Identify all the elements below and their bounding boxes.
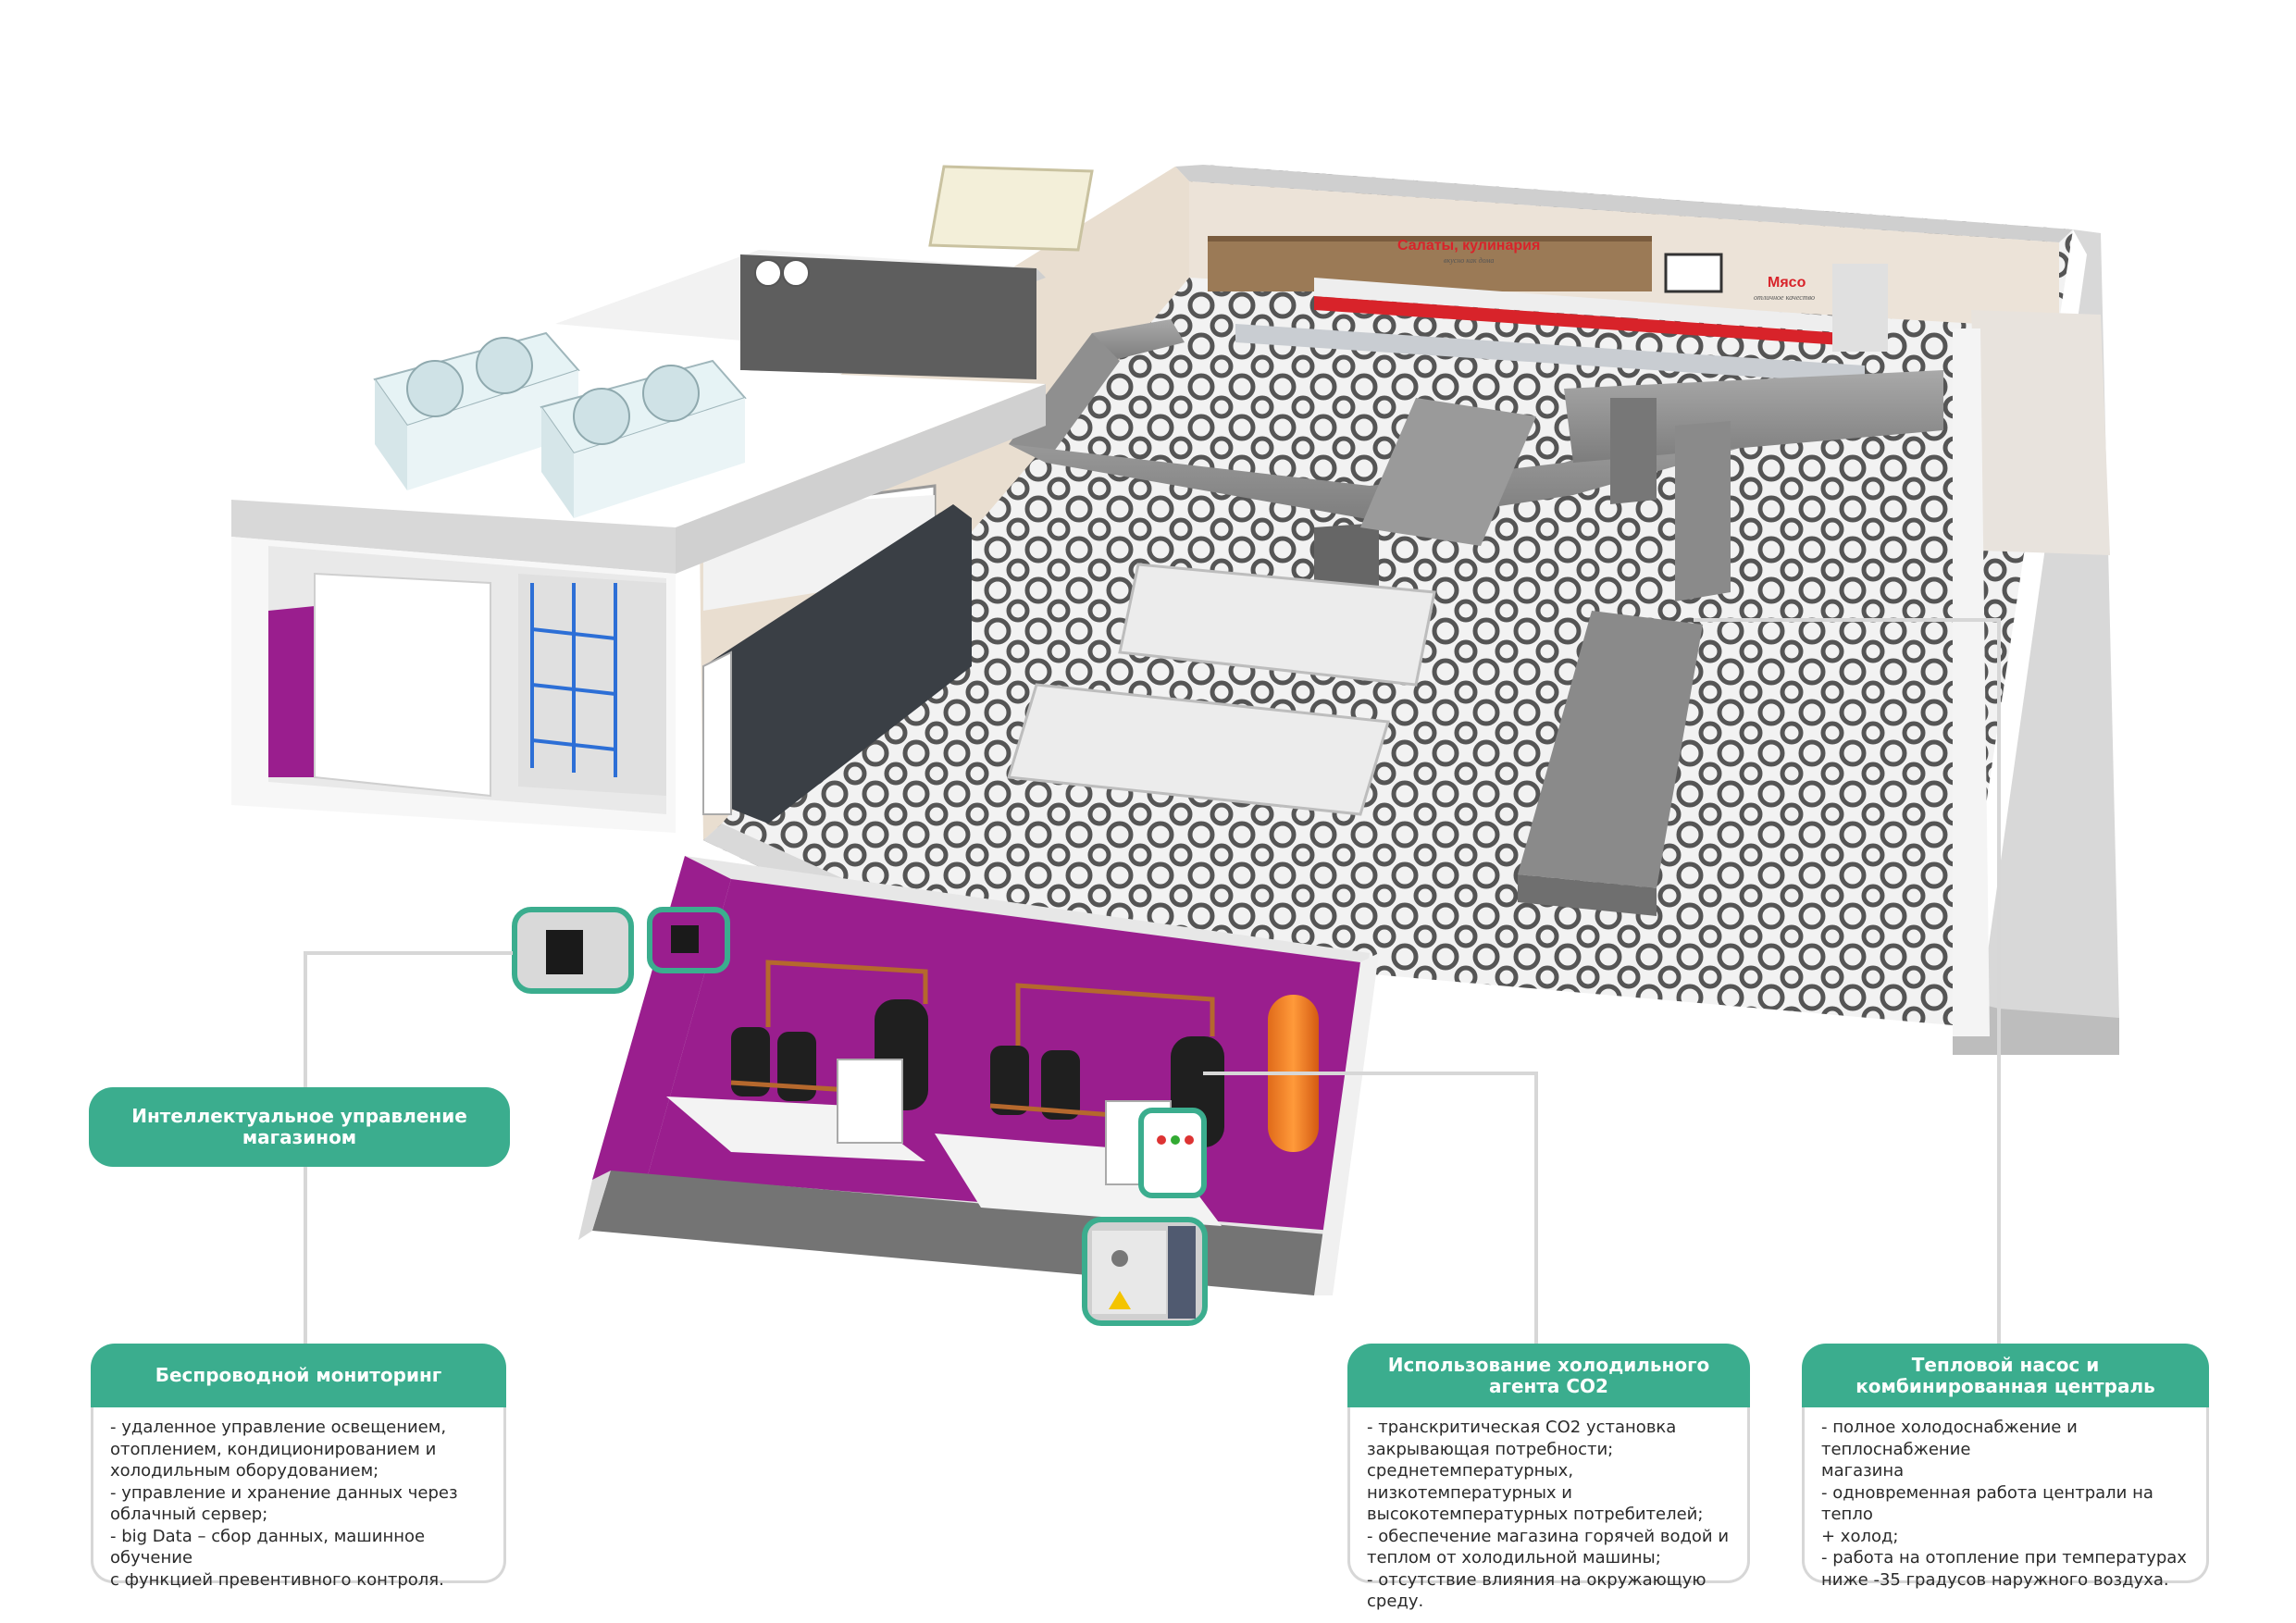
co2-refrigerant-line: среднетемпературных, низкотемпературных … xyxy=(1367,1461,1574,1503)
co2-refrigerant-header: Использование холодильного агента СО2 xyxy=(1347,1344,1750,1407)
wireless-monitoring-line: с функцией превентивного контроля. xyxy=(110,1569,444,1590)
heat-pump-header: Тепловой насос и комбинированная централ… xyxy=(1802,1344,2209,1407)
wireless-monitoring-line: - big Data – сбор данных, машинное обуче… xyxy=(110,1526,426,1568)
co2-refrigerant-line: закрывающая потребности; xyxy=(1367,1439,1614,1459)
compressors xyxy=(731,999,1224,1147)
store-sign-meat-sub: отличное качество xyxy=(1754,293,1815,302)
co2-refrigerant-line: - отсутствие влияния на окружающую среду… xyxy=(1367,1569,1706,1612)
co2-refrigerant-line: - обеспечение магазина горячей водой и xyxy=(1367,1526,1730,1546)
smart-management-title: Интеллектуальное управление магазином xyxy=(131,1105,467,1148)
back-counters xyxy=(1208,236,1888,384)
co2-refrigerant-title: Использование холодильного агента СО2 xyxy=(1387,1353,1710,1397)
heat-pump-line: - полное холодоснабжение и теплоснабжени… xyxy=(1821,1418,2078,1459)
co2-refrigerant-card: - транскритическая СО2 установка закрыва… xyxy=(1347,1407,1750,1611)
monitor-inset-1 xyxy=(512,907,634,994)
co2-refrigerant-line: - транскритическая СО2 установка xyxy=(1367,1418,1677,1437)
heat-pump-line: магазина xyxy=(1821,1461,1905,1481)
store-sign-salads: Салаты, кулинария xyxy=(1397,238,1540,254)
wireless-monitoring-line: - управление и хранение данных через xyxy=(110,1482,458,1503)
heat-pump-title: Тепловой насос и комбинированная централ… xyxy=(1855,1353,2155,1397)
wireless-monitoring-line: холодильным оборудованием; xyxy=(110,1461,379,1481)
wireless-monitoring-line: облачный сервер; xyxy=(110,1505,268,1524)
co2-refrigerant-line: высокотемпературных потребителей; xyxy=(1367,1505,1704,1524)
co2-refrigerant-line: теплом от холодильной машины; xyxy=(1367,1548,1661,1567)
connector-lines xyxy=(304,618,2001,1344)
copper-pipes xyxy=(730,960,1215,1122)
storage-block xyxy=(231,165,1094,833)
electrical-cabinet-inset xyxy=(1082,1217,1208,1326)
warehouse-racks xyxy=(530,583,617,777)
wireless-monitoring-card: - удаленное управление освещением, отопл… xyxy=(91,1407,506,1590)
wireless-monitoring-header: Беспроводной мониторинг xyxy=(91,1344,506,1407)
heat-pump-line: - одновременная работа централи на тепло xyxy=(1821,1482,2153,1525)
heat-pump-card: - полное холодоснабжение и теплоснабжени… xyxy=(1802,1407,2209,1590)
store-sign-meat: Мясо xyxy=(1768,275,1806,291)
wireless-monitoring-title: Беспроводной мониторинг xyxy=(155,1364,442,1386)
control-panel-inset xyxy=(1138,1108,1207,1198)
smart-management-header: Интеллектуальное управление магазином xyxy=(89,1087,510,1167)
wireless-monitoring-line: отоплением, кондиционированием и xyxy=(110,1439,437,1459)
store-sign-salads-sub: вкусно как дома xyxy=(1444,256,1494,265)
heat-pump-line: ниже -35 градусов наружного воздуха. xyxy=(1821,1569,2169,1590)
roof-condensers xyxy=(373,331,747,518)
heat-pump-line: + холод; xyxy=(1821,1526,1899,1546)
heat-pump-line: - работа на отопление при температурах xyxy=(1821,1548,2187,1567)
beverage-coolers xyxy=(702,504,972,824)
monitor-inset-2 xyxy=(647,907,730,973)
wireless-monitoring-line: - удаленное управление освещением, xyxy=(110,1418,447,1437)
